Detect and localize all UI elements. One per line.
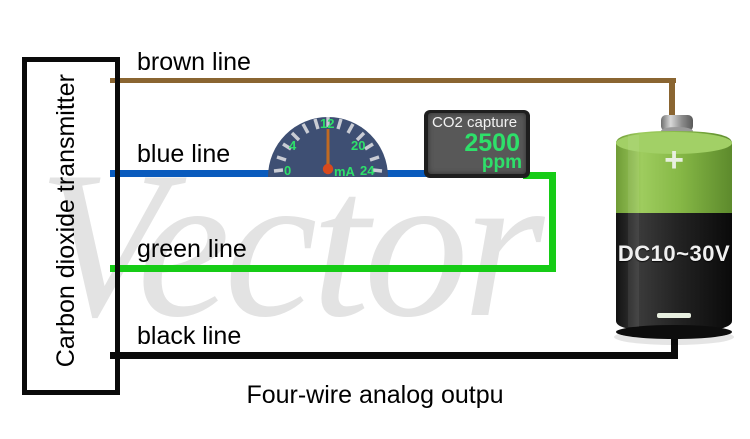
gauge-tick-20: 20: [351, 138, 365, 153]
battery-positive-terminal-label: +: [664, 141, 684, 179]
gauge-tick-12: 12: [320, 116, 334, 131]
gauge-tick-24: 24: [360, 163, 375, 177]
co2-display-title: CO2 capture: [432, 114, 518, 131]
dc-power-battery: + DC10~30V: [604, 113, 744, 348]
transmitter-label-wrap: Carbon dioxide transmitter: [22, 57, 110, 385]
battery-voltage-label: DC10~30V: [617, 241, 731, 266]
analog-current-gauge: 0 4 12 20 24 mA: [268, 105, 388, 177]
blue-line-label: blue line: [137, 140, 231, 168]
brown-wire-horizontal: [110, 78, 676, 83]
brown-wire-vertical: [669, 78, 675, 138]
co2-display-screen: CO2 capture 2500 ppm: [428, 113, 526, 174]
gauge-tick-0: 0: [284, 163, 291, 177]
co2-display-unit: ppm: [481, 152, 522, 173]
gauge-tick-4: 4: [289, 138, 297, 153]
transmitter-label: Carbon dioxide transmitter: [51, 74, 80, 368]
green-wire-vertical: [549, 172, 556, 269]
black-wire-vertical: [671, 330, 678, 357]
green-wire-horizontal-lower: [110, 265, 556, 272]
co2-display-panel: CO2 capture 2500 ppm: [424, 110, 530, 178]
black-line-label: black line: [137, 322, 242, 350]
gauge-unit-label: mA: [334, 164, 356, 177]
carbon-dioxide-transmitter-box: [22, 57, 120, 395]
black-wire-horizontal: [110, 352, 678, 359]
co2-display-value: 2500: [464, 129, 520, 157]
diagram-caption: Four-wire analog outpu: [246, 381, 504, 409]
green-wire-horizontal-upper: [523, 172, 556, 179]
brown-line-label: brown line: [137, 48, 251, 76]
green-line-label: green line: [137, 235, 247, 263]
